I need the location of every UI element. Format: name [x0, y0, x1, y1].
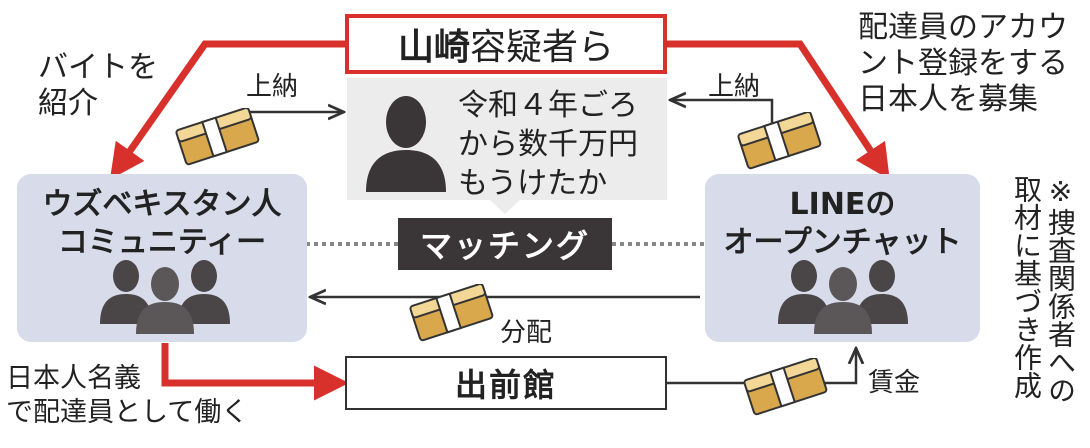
- suspect-suffix: 容疑者ら: [470, 27, 615, 68]
- money-bundle-icon: [175, 108, 260, 166]
- suspect-name: 山崎: [397, 27, 470, 68]
- line-openchat-title: LINEの オープンチャット: [723, 187, 962, 260]
- uzbek-community-title: ウズベキスタン人 コミュニティー: [42, 187, 282, 260]
- demae-can-box: 出前館: [345, 356, 667, 410]
- red-arrow-left: [109, 40, 345, 180]
- group-silhouette-icon: [100, 260, 230, 334]
- chingin-label: 賃金: [868, 368, 921, 398]
- recruit-label: 配達員のアカウ ント登録をする 日本人を募集: [858, 10, 1068, 117]
- meigi-label: 日本人名義 で配達員として働く: [6, 363, 249, 428]
- chingin-arrow: [667, 350, 856, 385]
- center-text: 令和４年ごろ から数千万円 もうけたか: [458, 88, 638, 201]
- source-note: ※捜査関係者への 取材に基づき作成: [1010, 175, 1077, 404]
- suspect-title-box: 山崎容疑者ら: [345, 14, 667, 74]
- money-bundle-icon: [743, 358, 828, 416]
- baito-label: バイトを 紹介: [38, 50, 158, 121]
- matching-box: マッチング: [398, 218, 612, 270]
- bunpai-label: 分配: [500, 318, 553, 348]
- money-bundle-icon: [409, 284, 494, 342]
- red-arrow-demae: [161, 343, 349, 401]
- callout-tail: [490, 200, 520, 214]
- person-silhouette-icon: [366, 96, 446, 192]
- group-silhouette-icon: [778, 260, 908, 334]
- money-bundle-icon: [737, 112, 822, 170]
- jono-left-label: 上納: [246, 72, 299, 102]
- jono-right-label: 上納: [708, 72, 761, 102]
- red-arrow-right: [667, 40, 890, 180]
